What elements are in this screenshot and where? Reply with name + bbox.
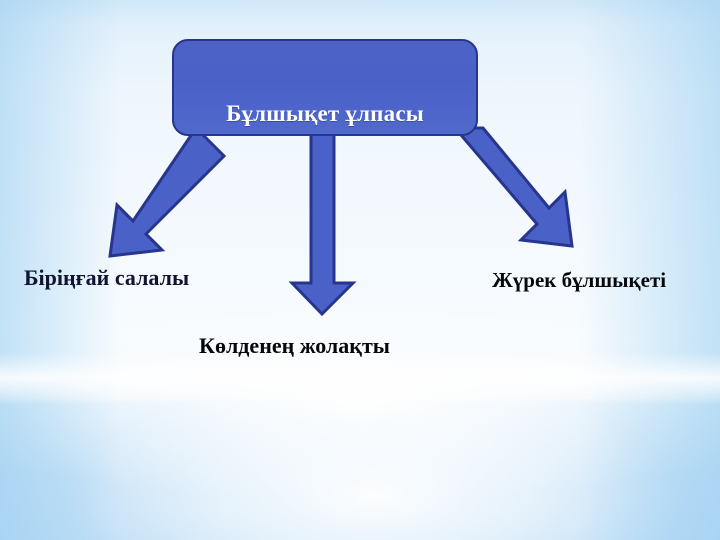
arrow-to-striated: [288, 126, 357, 317]
leaf-label-striated-muscle: Көлденең жолақты: [199, 333, 390, 358]
arrow-to-smooth: [108, 125, 227, 258]
arrow-to-cardiac: [451, 126, 574, 248]
leaf-label-smooth-muscle: Біріңғай салалы: [24, 265, 190, 290]
leaf-label-cardiac-muscle: Жүрек бұлшықеті: [492, 268, 667, 292]
root-node-box[interactable]: Бұлшықет ұлпасы: [172, 39, 478, 136]
root-node-label: Бұлшықет ұлпасы: [226, 100, 424, 126]
